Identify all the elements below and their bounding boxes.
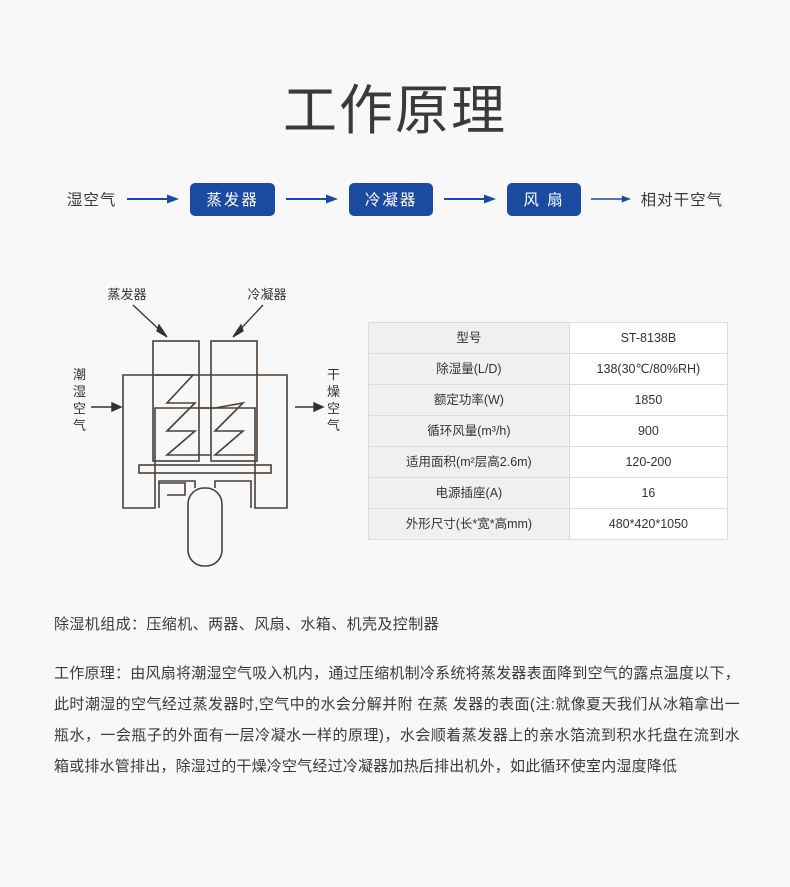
schematic-label-inlet: 潮湿空气 [73, 367, 86, 433]
spec-key: 循环风量(m³/h) [368, 415, 570, 447]
schematic-label-outlet: 干燥空气 [327, 367, 340, 433]
arrow-pointer-icon [132, 304, 168, 338]
flow-step-condenser[interactable]: 冷凝器 [348, 182, 434, 216]
table-row: 除湿量(L/D) 138(30℃/80%RH) [368, 353, 729, 385]
spec-value: ST-8138B [568, 322, 729, 354]
arrow-pointer-icon [232, 304, 264, 338]
right-arrow-icon [444, 194, 497, 204]
spec-value: 138(30℃/80%RH) [568, 353, 729, 385]
table-row: 电源插座(A) 16 [368, 477, 729, 509]
flow-step-fan[interactable]: 风 扇 [507, 182, 581, 216]
spec-key: 型号 [368, 322, 570, 354]
spec-value: 480*420*1050 [568, 508, 729, 540]
right-arrow-icon [590, 195, 631, 203]
specification-table: 型号 ST-8138B 除湿量(L/D) 138(30℃/80%RH) 额定功率… [368, 322, 729, 540]
composition-text: 除湿机组成：压缩机、两器、风扇、水箱、机壳及控制器 [54, 616, 440, 633]
flow-start-label: 湿空气 [66, 192, 117, 209]
spec-key: 除湿量(L/D) [368, 353, 570, 385]
spec-key: 额定功率(W) [368, 384, 570, 416]
description-block: 除湿机组成：压缩机、两器、风扇、水箱、机壳及控制器 工作原理：由风扇将潮湿空气吸… [54, 612, 740, 782]
flow-end-label: 相对干空气 [640, 192, 724, 209]
right-arrow-icon [91, 401, 123, 413]
process-flow: 湿空气 蒸发器 冷凝器 风 扇 相对干空气 [0, 182, 790, 216]
schematic-label-evaporator: 蒸发器 [107, 287, 146, 302]
table-row: 额定功率(W) 1850 [368, 384, 729, 416]
spec-key: 电源插座(A) [368, 477, 570, 509]
table-row: 外形尺寸(长*宽*高mm) 480*420*1050 [368, 508, 729, 540]
spec-value: 900 [568, 415, 729, 447]
flow-step-evaporator[interactable]: 蒸发器 [190, 182, 275, 216]
spec-value: 1850 [568, 384, 729, 416]
table-row: 适用面积(m²层高2.6m) 120-200 [368, 446, 729, 478]
table-row: 循环风量(m³/h) 900 [368, 415, 729, 447]
right-arrow-icon [127, 194, 180, 204]
principle-text: 工作原理：由风扇将潮湿空气吸入机内，通过压缩机制冷系统将蒸发器表面降到空气的露点… [54, 665, 740, 775]
right-arrow-icon [295, 401, 325, 413]
spec-value: 120-200 [568, 446, 729, 478]
spec-value: 16 [568, 477, 729, 509]
table-row: 型号 ST-8138B [368, 322, 729, 354]
dehumidifier-schematic: 蒸发器 冷凝器 潮湿空气 干燥空气 [55, 283, 355, 583]
page-title: 工作原理 [283, 81, 507, 141]
right-arrow-icon [285, 194, 338, 204]
spec-key: 适用面积(m²层高2.6m) [368, 446, 570, 478]
schematic-label-condenser: 冷凝器 [247, 287, 286, 302]
spec-key: 外形尺寸(长*宽*高mm) [368, 508, 570, 540]
